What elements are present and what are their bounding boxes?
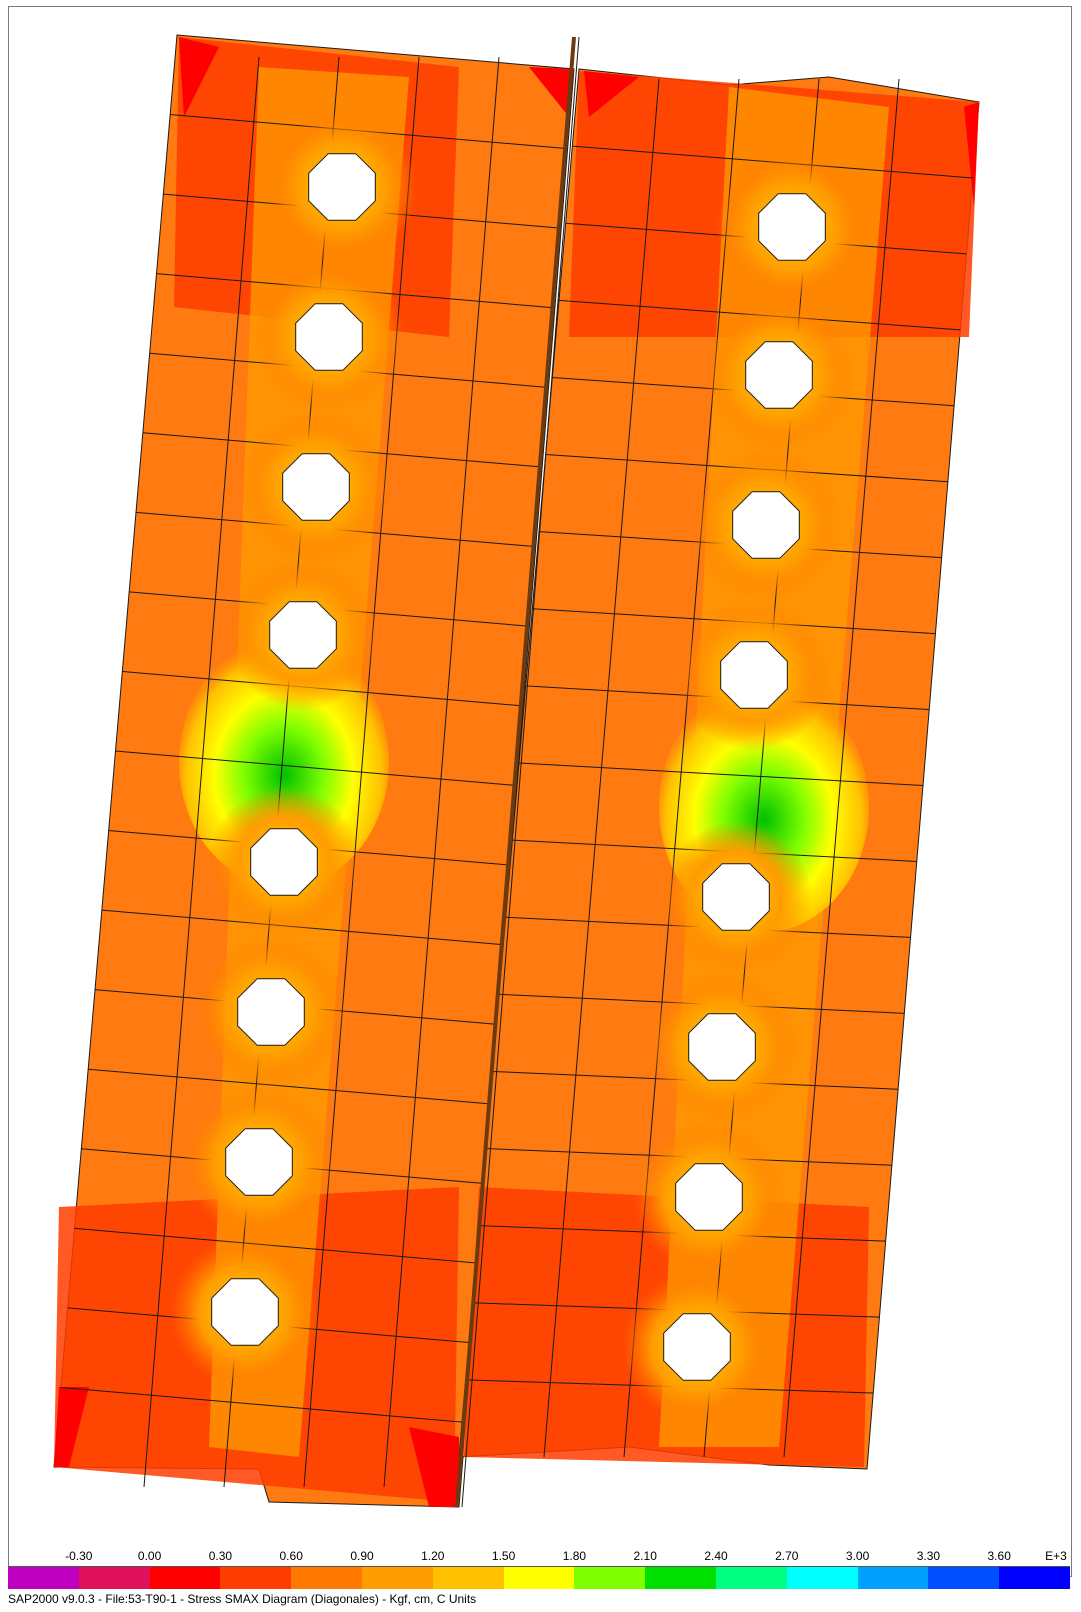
mesh-line — [60, 1386, 466, 1423]
bolt-hole — [183, 1086, 335, 1238]
hole-outline — [250, 828, 318, 896]
bolt-hole — [633, 1121, 785, 1273]
legend-tick-label: 0.00 — [137, 1549, 162, 1563]
hole-outline — [237, 978, 305, 1046]
legend-tick-label: 3.60 — [987, 1549, 1011, 1563]
legend-tick-label: 3.30 — [916, 1549, 941, 1563]
legend-swatch — [78, 1567, 150, 1589]
mesh-line — [143, 56, 260, 1488]
legend-swatch — [999, 1567, 1070, 1589]
legend-tick-label: 1.20 — [421, 1549, 445, 1563]
legend-tick-label: 1.50 — [491, 1549, 516, 1563]
legend-swatch — [857, 1567, 929, 1589]
mesh-line — [88, 1068, 491, 1105]
hole-outline — [225, 1128, 293, 1196]
bolt-hole — [195, 936, 347, 1088]
bolt-hole — [169, 1236, 321, 1388]
diagonal-member-edge — [461, 36, 580, 1508]
legend-swatch — [786, 1567, 858, 1589]
status-bar-text: SAP2000 v9.0.3 - File:53-T90-1 - Stress … — [8, 1592, 477, 1606]
bolt-hole — [227, 559, 379, 711]
legend-tick-label: 2.70 — [775, 1549, 799, 1563]
stress-diagram-viewport[interactable] — [8, 6, 1072, 1577]
legend-tick-label: 1.80 — [562, 1549, 587, 1563]
hole-outline — [675, 1163, 743, 1231]
hole-outline — [720, 641, 788, 709]
hole-outline — [308, 153, 376, 221]
bolt-hole — [716, 151, 868, 303]
stress-contour-plot[interactable] — [9, 7, 1071, 1576]
legend-swatch — [928, 1567, 1000, 1589]
peak-zones — [54, 37, 979, 1507]
legend-swatch — [503, 1567, 575, 1589]
bolt-hole — [621, 1271, 773, 1423]
color-legend-bar — [8, 1566, 1070, 1589]
bolt-hole — [646, 971, 798, 1123]
hole-outline — [282, 453, 350, 521]
legend-tick-labels: -0.30 0.00 0.30 0.60 0.90 1.20 1.50 1.80 2.10 2.4… — [8, 1549, 1070, 1565]
legend-swatch — [149, 1567, 221, 1589]
mesh-line — [303, 56, 420, 1488]
legend-swatch — [8, 1567, 79, 1589]
legend-tick-label: 0.30 — [208, 1549, 233, 1563]
mesh-line — [518, 762, 924, 786]
mesh-line — [115, 750, 517, 786]
hole-outline — [758, 193, 826, 261]
legend-tick-label: 2.10 — [633, 1549, 657, 1563]
mesh-line — [543, 78, 660, 1458]
bolt-hole — [253, 261, 405, 413]
mesh-line — [783, 78, 900, 1458]
legend-swatch — [574, 1567, 646, 1589]
hole-outline — [688, 1013, 756, 1081]
hole-outline — [295, 303, 363, 371]
legend-swatch — [361, 1567, 433, 1589]
diagonal-member — [455, 36, 576, 1508]
legend-tick-label: -0.30 — [65, 1549, 93, 1563]
legend-tick-label: 0.90 — [350, 1549, 374, 1563]
bolt-hole — [208, 786, 360, 938]
legend-exponent: E+3 — [1045, 1549, 1067, 1563]
legend-swatch — [432, 1567, 504, 1589]
legend-swatch — [715, 1567, 787, 1589]
legend-swatch — [220, 1567, 292, 1589]
bolt-hole — [240, 411, 392, 563]
legend-swatch — [291, 1567, 362, 1589]
hole-outline — [745, 341, 813, 409]
hole-outline — [702, 863, 770, 931]
bolt-hole — [266, 111, 418, 263]
hole-outline — [663, 1313, 731, 1381]
bolt-hole — [703, 299, 855, 451]
legend-swatch — [645, 1567, 716, 1589]
hole-outline — [269, 601, 337, 669]
legend-tick-label: 2.40 — [704, 1549, 728, 1563]
bolt-holes — [169, 111, 868, 1423]
legend-tick-label: 0.60 — [279, 1549, 303, 1563]
mesh-line — [383, 56, 500, 1488]
legend-tick-label: 3.00 — [845, 1549, 870, 1563]
bolt-hole — [678, 599, 830, 751]
bolt-hole — [690, 449, 842, 601]
hole-outline — [732, 491, 800, 559]
bolt-hole — [660, 821, 812, 973]
hole-outline — [211, 1278, 279, 1346]
